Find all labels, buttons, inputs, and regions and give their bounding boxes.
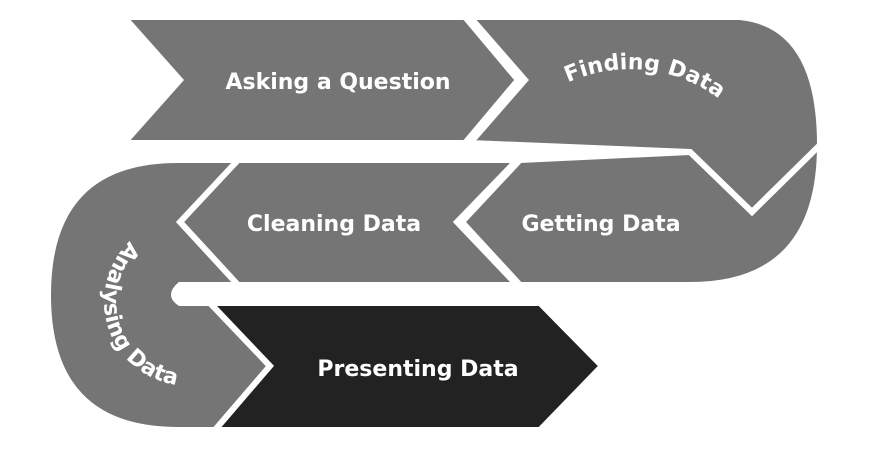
stage-finding-data: Finding Data bbox=[463, 14, 824, 217]
getting-label: Getting Data bbox=[521, 212, 680, 237]
stage-analysing-data: Analysing Data bbox=[44, 157, 275, 433]
presenting-arrow-shape bbox=[203, 300, 607, 433]
presenting-label: Presenting Data bbox=[317, 357, 518, 382]
stage-getting-data: Getting Data bbox=[457, 137, 824, 288]
asking-label: Asking a Question bbox=[225, 70, 450, 95]
asking-arrow-shape bbox=[117, 14, 522, 146]
stage-asking-a-question: Asking a Question bbox=[117, 14, 522, 146]
getting-turn-shape bbox=[457, 137, 824, 288]
stage-presenting-data: Presenting Data bbox=[203, 300, 607, 433]
cleaning-label: Cleaning Data bbox=[247, 212, 421, 237]
analysing-turn-shape bbox=[44, 157, 275, 433]
